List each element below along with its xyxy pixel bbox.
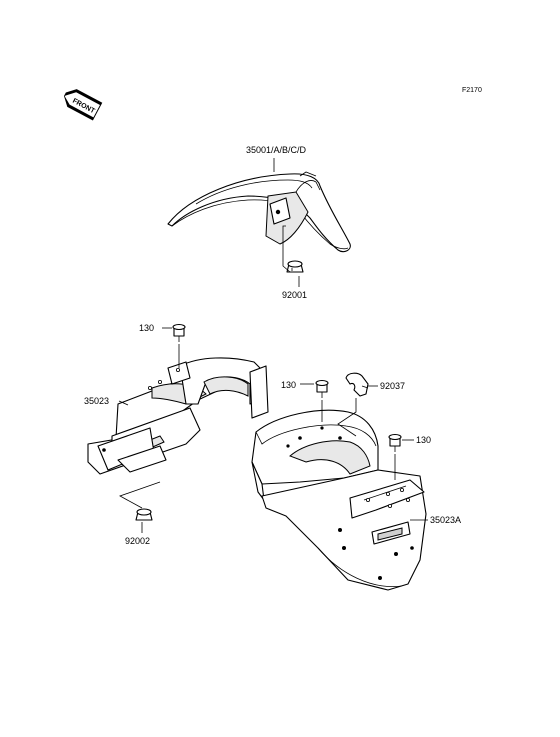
bolt-130-middle-icon[interactable] — [315, 379, 329, 399]
label-92002: 92002 — [125, 536, 150, 546]
leader-92002 — [119, 481, 161, 509]
diagram-code: F2170 — [462, 87, 482, 94]
rear-flap-35023[interactable] — [87, 357, 269, 475]
label-130-right: 130 — [416, 435, 431, 445]
label-35023a: 35023A — [430, 515, 461, 525]
bolt-92001-icon[interactable] — [286, 260, 304, 273]
label-35001: 35001/A/B/C/D — [246, 145, 307, 155]
leader-35023 — [118, 400, 129, 406]
label-92037: 92037 — [380, 381, 405, 391]
label-130-middle: 130 — [281, 380, 296, 390]
leader-92037 — [337, 398, 357, 437]
label-130-upper-left: 130 — [139, 323, 154, 333]
label-92001: 92001 — [282, 290, 307, 300]
bolt-130-right-icon[interactable] — [388, 433, 402, 453]
front-arrow-icon: FRONT — [63, 89, 103, 121]
leader-92001 — [282, 225, 291, 273]
bolt-92002-icon[interactable] — [135, 508, 153, 521]
clamp-92037-icon[interactable] — [345, 372, 369, 397]
front-fender[interactable] — [167, 171, 351, 253]
bolt-130-upper-left-icon[interactable] — [172, 323, 186, 343]
label-35023: 35023 — [84, 396, 109, 406]
rear-flap-35023a[interactable] — [251, 409, 427, 591]
